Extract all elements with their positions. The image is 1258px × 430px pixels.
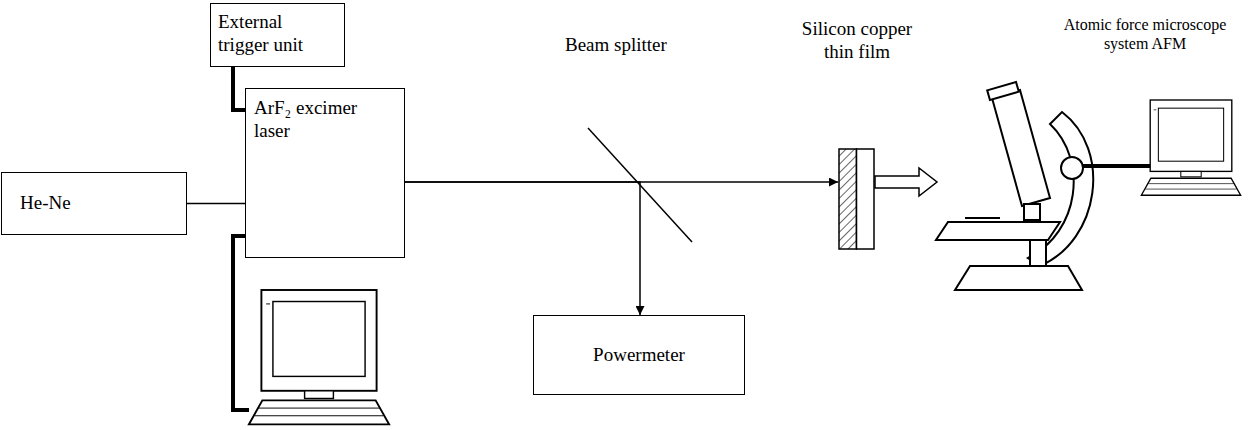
afm-computer [1141,100,1240,195]
beam-line [187,203,245,205]
box-text: External trigger unit [218,11,323,57]
substrate-layer [839,149,857,249]
block-arrow [875,168,937,196]
afm-cable [1083,164,1151,168]
film-layers [838,148,875,250]
computer-cable [233,236,249,410]
microscope-symbol [936,82,1093,290]
node-heading: Silicon copper thin film [792,18,922,64]
node-heading: Atomic force microscope system AFM [1045,15,1245,53]
laser-box: ArF₂ excimer laser [245,88,405,258]
copper-layer [857,149,875,249]
afm-system: Atomic force microscope system AFM [945,95,1245,290]
box-text: ArF₂ excimer laser [254,97,394,143]
laser-source-box: He-Ne [1,172,187,235]
beam-line [405,182,640,315]
control-computer [249,290,389,424]
box-text: Powermeter [593,344,685,367]
box-text: He-Ne [20,192,71,215]
trigger-box: External trigger unit [210,3,345,67]
thin-film-sample: Silicon copper thin film [838,148,875,250]
powermeter-box: Powermeter [533,315,745,395]
beam-splitter-label: Beam splitter [565,34,667,57]
